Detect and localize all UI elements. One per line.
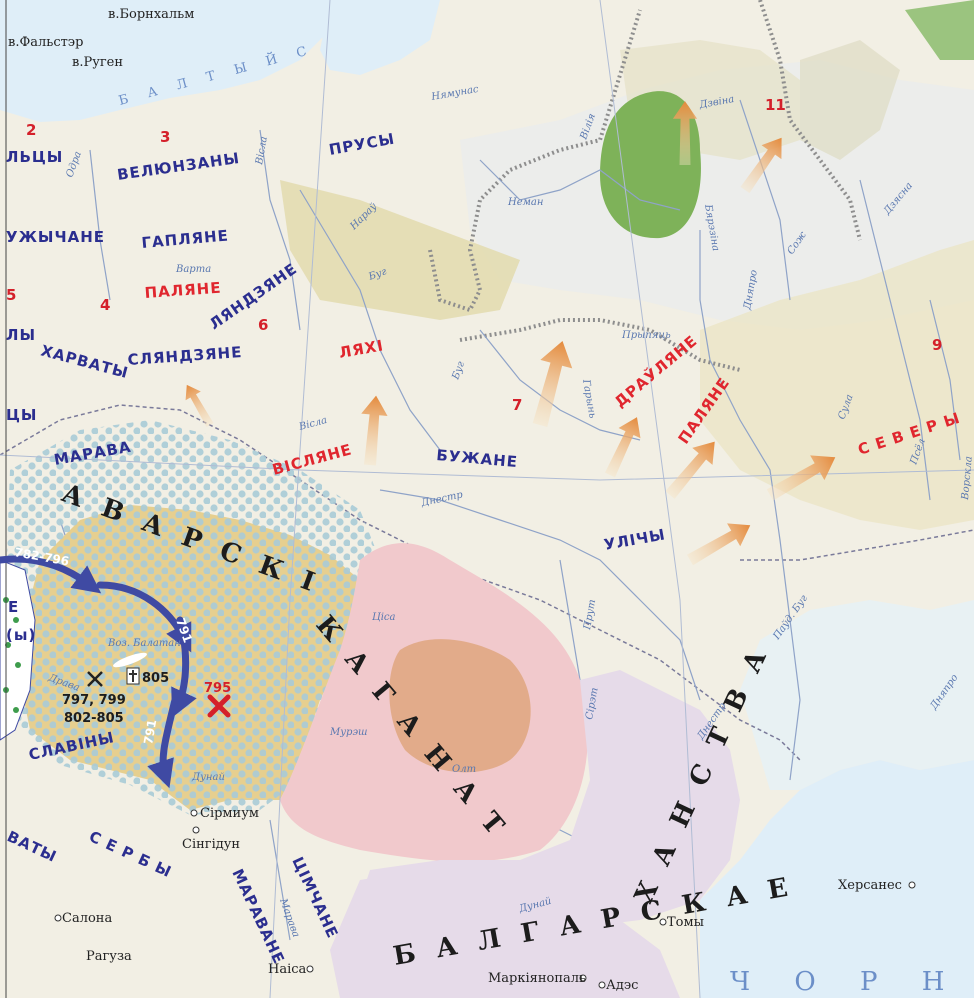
tribe-fragment-e: Е [8, 598, 19, 616]
city-tomy: Томы [667, 915, 704, 930]
green-area-ne [905, 0, 974, 60]
city-sirmium: Сірмиум [200, 806, 259, 821]
region-number-9: 9 [932, 336, 942, 354]
tribe-palyane-west: ПАЛЯНЕ [144, 279, 222, 302]
baptism-cross-icon [126, 667, 140, 685]
bulgar-khanate-area-2 [330, 870, 680, 998]
city-odes: Адэс [606, 978, 638, 993]
green-area [600, 91, 701, 239]
river-label-maros: Мурэш [329, 727, 368, 738]
region-number-6: 6 [258, 316, 268, 334]
river-label-dunai: Дунай [191, 772, 225, 783]
baltic-sea-east [320, 0, 440, 75]
river-label-prut: Прут [582, 599, 598, 632]
city-markianopal: Маркіянопаль [488, 971, 586, 986]
olive-zone-east [700, 240, 974, 530]
island-falster: в.Фальстэр [8, 35, 83, 50]
border-hatched-3 [758, 0, 862, 241]
river-label-balaton: Воз. Балатан [107, 638, 181, 649]
tribe-lyutsy: ЛЬЦЫ [6, 148, 63, 166]
region-number-11: 11 [765, 96, 786, 114]
frankish-area [0, 559, 36, 741]
frankish-campaign-arrows [0, 555, 197, 789]
river-label-vorskla: Ворскла [960, 456, 974, 501]
black-sea [700, 760, 974, 998]
island-rugen: в.Руген [72, 55, 123, 70]
city-hersanes: Херсанес [838, 878, 902, 893]
river-label-varta: Варта [175, 264, 211, 275]
battle-red-cross-icon [207, 694, 231, 718]
tribe-luzhychane: УЖЫЧАНЕ [6, 228, 105, 246]
city-raguza: Рагуза [86, 949, 132, 964]
river-label-neman: Неман [507, 197, 543, 208]
orange-core [389, 639, 531, 773]
city-naisa: Наіса [268, 962, 307, 977]
border-dashed-east [740, 529, 974, 561]
border-hatched-2 [428, 9, 642, 313]
river-label-tsisa: Ціса [372, 612, 396, 623]
city-salona: Салона [62, 911, 112, 926]
river-label-olt: Олт [452, 764, 476, 775]
event-battle-red-year: 795 [204, 681, 231, 696]
region-number-7: 7 [512, 396, 522, 414]
tribe-fragment-ly: ЛЫ [6, 326, 36, 344]
island-bornholm: в.Борнхальм [108, 7, 194, 22]
event-baptism-year: 805 [142, 671, 169, 686]
region-number-2: 2 [26, 121, 36, 139]
sea-label-black: Ч О Р Н А [730, 967, 974, 997]
border-hatched [459, 318, 741, 372]
avar-dots-overlay [5, 420, 380, 815]
battle-cross-icon [87, 671, 103, 687]
event-battle-years-2: 802-805 [64, 711, 124, 726]
baltic-sea [0, 0, 330, 122]
green-dots [3, 597, 21, 713]
city-singidun: Сінгідун [182, 837, 240, 852]
region-number-3: 3 [160, 128, 170, 146]
event-year-791b: 791 [141, 718, 159, 745]
tribe-fragment-cy: ЦЫ [6, 406, 37, 424]
black-sea-north [740, 600, 974, 790]
region-number-4: 4 [100, 296, 110, 314]
region-number-5: 5 [6, 286, 16, 304]
tribe-fragment-paren: (ы) [6, 626, 36, 644]
olive-zone-northeast [800, 40, 900, 160]
river-label-visla-north: Вісла [254, 136, 270, 167]
bulgar-khanate-area [360, 670, 740, 940]
olive-zone-prussia [280, 180, 520, 320]
river-label-pripyat: Прыпяць [621, 330, 671, 341]
city-markers [54, 809, 916, 989]
lake-balaton [113, 652, 147, 668]
event-battle-years-1: 797, 799 [62, 693, 126, 708]
